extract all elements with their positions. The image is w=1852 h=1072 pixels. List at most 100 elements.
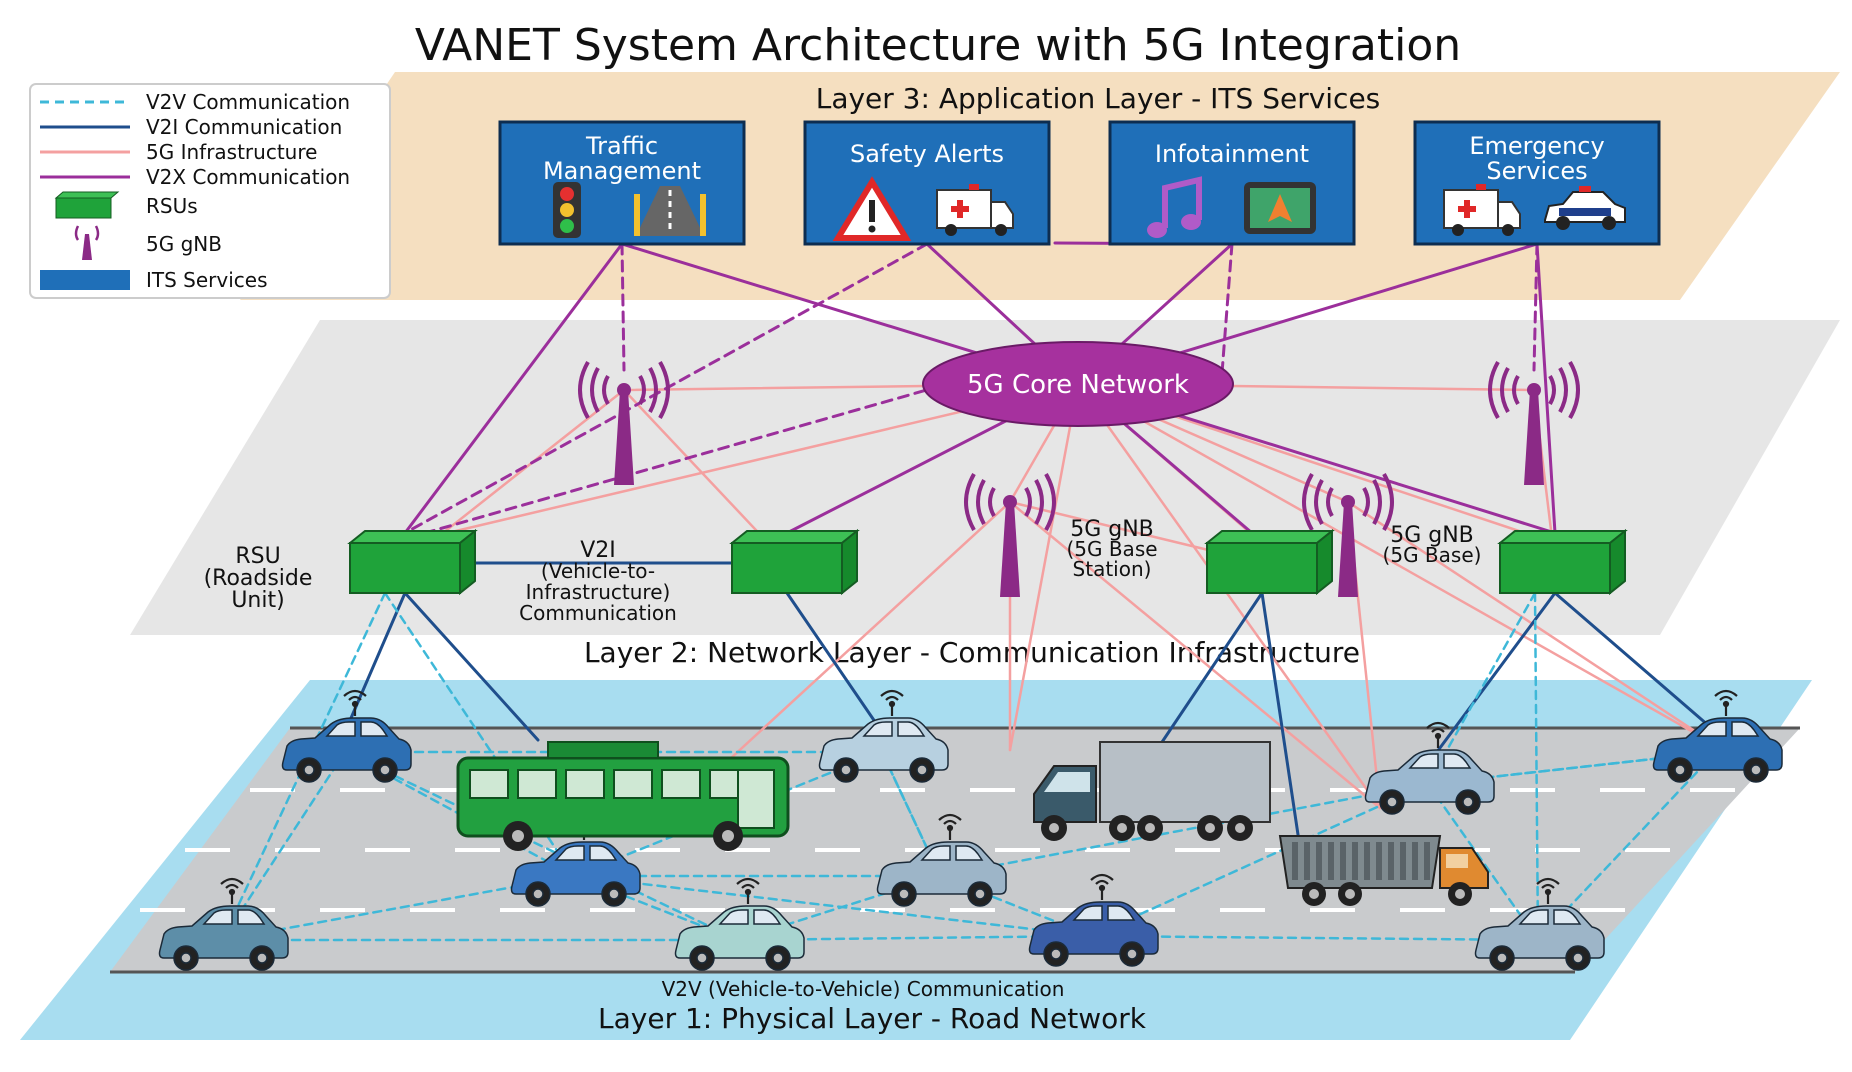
v2v-rsu-link <box>220 591 387 942</box>
tower-icon <box>82 234 92 260</box>
road-icon <box>634 186 706 236</box>
5g-infrastructure-link <box>1076 382 1382 810</box>
note-stem <box>1162 176 1202 228</box>
music-note-icon <box>1147 176 1202 238</box>
road-shape <box>636 186 704 236</box>
bed-rib <box>1328 842 1334 880</box>
traffic-light-icon <box>553 182 581 238</box>
v2i-label-line: (Vehicle-to- <box>541 559 655 583</box>
legend-box <box>29 83 391 299</box>
tower-waves <box>74 225 100 241</box>
police-stripe <box>1559 208 1611 216</box>
bed-rib <box>1304 842 1310 880</box>
bed-rib <box>1376 842 1382 880</box>
dump-cab-window <box>1446 854 1468 868</box>
hub <box>1235 823 1245 833</box>
rsu-3-shape <box>1206 530 1333 594</box>
5g-infrastructure-link <box>1008 500 1382 810</box>
gnb-label-line: Station) <box>1073 557 1152 581</box>
bed-rib <box>1364 842 1370 880</box>
bed-rib <box>1412 842 1418 880</box>
service-box-3: Infotainment <box>1108 120 1356 246</box>
hub <box>722 830 734 842</box>
service-title-line1: Traffic <box>585 132 658 160</box>
legend-swatch-tower <box>74 225 100 260</box>
legend-label: RSUs <box>146 194 198 218</box>
v2x-dashed-link <box>1220 242 1234 375</box>
v2v-link <box>1090 782 1430 938</box>
v2v-link <box>572 750 884 878</box>
gnb2-label-line: (5G Base) <box>1383 543 1482 567</box>
layer2-label: Layer 2: Network Layer - Communication I… <box>584 636 1360 669</box>
red-light <box>560 187 574 201</box>
v2i-vehicle-link <box>403 591 540 742</box>
warning-bar <box>869 200 875 222</box>
service-title-line2: Services <box>1486 157 1587 185</box>
bus-window <box>469 769 509 799</box>
wheel <box>945 224 957 236</box>
note-head <box>1147 222 1167 238</box>
rsu-1-shape <box>349 530 476 594</box>
hub <box>1205 823 1215 833</box>
nav-arrow <box>1268 194 1292 222</box>
rsu-icon <box>55 197 112 219</box>
bed-rib <box>1400 842 1406 880</box>
bus-window <box>613 769 653 799</box>
5g-infrastructure-link <box>716 500 1012 772</box>
cross-h <box>1458 206 1476 212</box>
rsu-label-line: Unit) <box>231 588 284 613</box>
truck-dump <box>1278 835 1489 906</box>
service-title: Safety Alerts <box>850 140 1004 168</box>
gnb2-label-line: 5G gNB <box>1390 523 1474 548</box>
road-pole <box>634 194 640 236</box>
bed-rib <box>1340 842 1346 880</box>
ambulance-cab <box>1497 201 1521 229</box>
rsu-2-shape <box>731 530 858 594</box>
rsu-label-line: (Roadside <box>204 566 313 591</box>
v2v-link <box>343 750 740 942</box>
service-title: Infotainment <box>1155 140 1309 168</box>
v2v-caption: V2V (Vehicle-to-Vehicle) Communication <box>662 977 1065 1001</box>
v2i-vehicle-link <box>1426 591 1557 766</box>
bed-rib <box>1292 842 1298 880</box>
rsu-4-shape <box>1499 530 1626 594</box>
hub <box>1145 823 1155 833</box>
core-network-label: 5G Core Network <box>967 370 1189 400</box>
warning-dot <box>868 225 876 233</box>
rsu-2 <box>731 530 858 594</box>
service-title-line1: Emergency <box>1469 132 1604 160</box>
legend-label: V2V Communication <box>146 90 350 114</box>
wheel <box>995 224 1007 236</box>
bed-rib <box>1352 842 1358 880</box>
gnb-label-line: 5G gNB <box>1070 517 1154 542</box>
legend-swatch-bar <box>40 270 130 290</box>
service-box-2: Safety Alerts <box>803 120 1051 246</box>
5g-infrastructure-link <box>1008 382 1080 752</box>
bus-door <box>737 769 775 829</box>
v2i-vehicle-link <box>1553 591 1718 734</box>
ambulance-cab <box>990 201 1014 229</box>
layer1-label: Layer 1: Physical Layer - Road Network <box>598 1002 1147 1035</box>
gnb-label-line: (5G Base <box>1066 537 1157 561</box>
police-car-icon <box>1544 186 1626 230</box>
v2x-dashed-link <box>423 342 1090 535</box>
rsu-1 <box>349 530 476 594</box>
v2i-vehicle-link <box>1260 591 1302 850</box>
police-siren <box>1579 186 1591 192</box>
v2v-link <box>1090 934 1540 942</box>
v2i-label-line: Infrastructure) <box>526 580 671 604</box>
navigation-map-icon <box>1244 182 1316 234</box>
siren <box>1476 184 1486 190</box>
v2x-link <box>403 242 624 535</box>
layer2-plane <box>130 320 1840 635</box>
truck-semi <box>1033 741 1271 841</box>
v2x-dashed-link <box>1532 242 1539 372</box>
road-pole <box>700 194 706 236</box>
service-title-line2: Management <box>543 157 701 185</box>
hub <box>1455 889 1465 899</box>
legend-label: V2X Communication <box>146 165 350 189</box>
